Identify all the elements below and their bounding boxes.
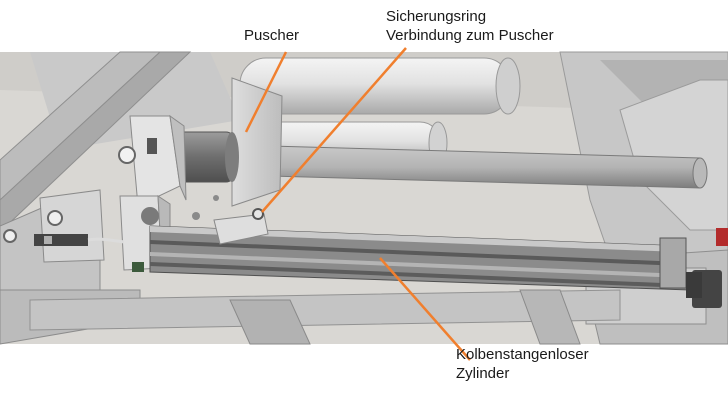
cad-render <box>0 51 728 345</box>
label-zylinder-line2: Zylinder <box>456 365 510 382</box>
leader-line-sicherungsring <box>261 47 407 213</box>
leader-lines <box>244 47 471 361</box>
leader-line-puscher <box>244 51 288 133</box>
label-zylinder-line1: Kolbenstangenloser <box>456 346 589 363</box>
label-sicherungsring-line1: Sicherungsring <box>386 8 487 25</box>
label-sicherungsring-line2: Verbindung zum Puscher <box>386 27 554 44</box>
label-sicherungsring: Sicherungsring Verbindung zum Puscher <box>386 7 554 45</box>
label-kolbenstangenloser-zylinder: Kolbenstangenloser Zylinder <box>456 345 589 383</box>
label-puscher: Puscher <box>244 26 299 45</box>
leader-line-zylinder <box>379 257 471 361</box>
label-puscher-text: Puscher <box>244 27 300 44</box>
